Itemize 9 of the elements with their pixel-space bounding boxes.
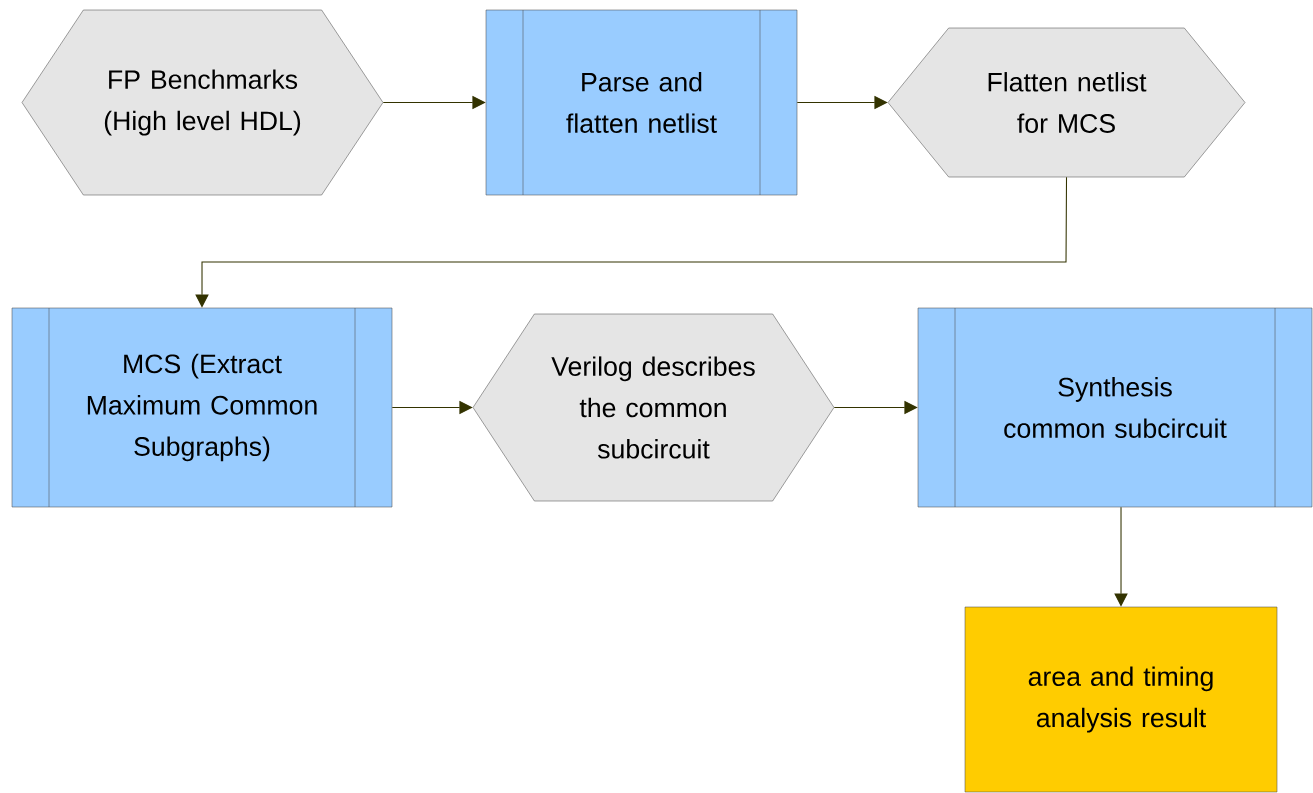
hexagon-box: Verilog describes the common subcircuit	[472, 313, 835, 502]
process-box: MCS (Extract Maximum Common Subgraphs)	[11, 307, 393, 508]
arrow	[195, 176, 1068, 308]
result-box: area and timing analysis result	[964, 606, 1278, 793]
hexagon-box: Flatten netlist for MCS	[887, 27, 1246, 178]
hexagon-box: FP Benchmarks (High level HDL)	[21, 9, 384, 196]
process-box: Parse and flatten netlist	[485, 9, 798, 196]
process-box: Synthesis common subcircuit	[917, 307, 1313, 508]
arrow	[1114, 506, 1128, 607]
